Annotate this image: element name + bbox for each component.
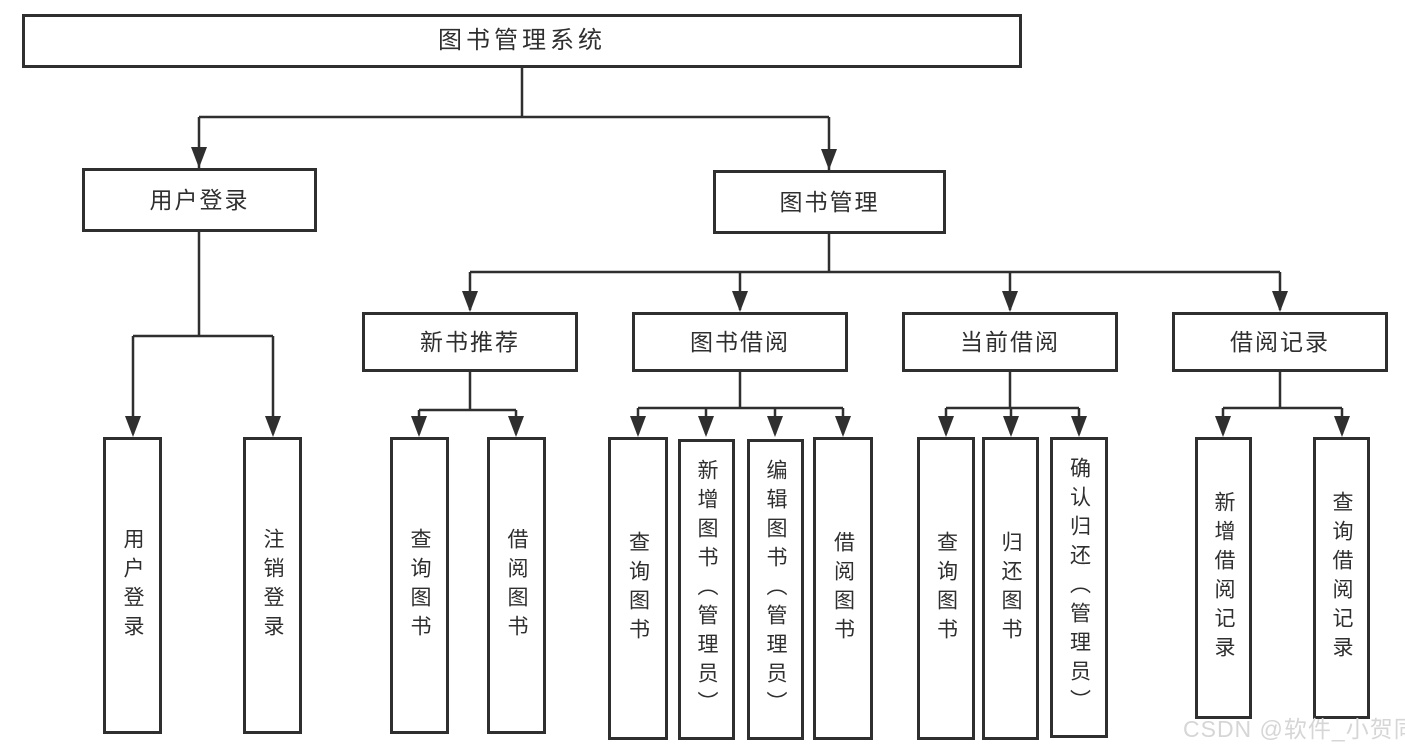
leaf-borrow-books-recommend: 借阅图书	[487, 437, 546, 734]
leaf-logout: 注销登录	[243, 437, 302, 734]
node-borrow-records: 借阅记录	[1172, 312, 1388, 372]
leaf-query-books-recommend: 查询图书	[390, 437, 449, 734]
node-label: 借阅记录	[1230, 328, 1330, 355]
leaf-add-borrow-record: 新增借阅记录	[1195, 437, 1252, 719]
leaf-edit-books-admin: 编辑图书（管理员）	[747, 439, 804, 740]
node-book-borrow: 图书借阅	[632, 312, 848, 372]
leaf-user-login: 用户登录	[103, 437, 162, 734]
leaf-label: 查询图书	[934, 530, 958, 647]
leaf-label: 查询借阅记录	[1330, 491, 1353, 665]
leaf-label: 查询图书	[408, 527, 431, 644]
node-label: 图书管理	[779, 188, 880, 215]
leaf-query-books-borrow: 查询图书	[608, 437, 668, 740]
node-label: 图书管理系统	[438, 27, 606, 54]
csdn-watermark: CSDN @软件_小贺同学	[1183, 716, 1405, 742]
leaf-label: 借阅图书	[505, 527, 528, 644]
leaf-query-books-current: 查询图书	[917, 437, 975, 740]
node-label: 用户登录	[149, 186, 250, 213]
node-library-management-system: 图书管理系统	[22, 14, 1022, 68]
leaf-label: 新增图书（管理员）	[695, 459, 718, 720]
node-user-login: 用户登录	[82, 168, 317, 232]
leaf-query-borrow-record: 查询借阅记录	[1313, 437, 1370, 719]
node-book-management: 图书管理	[713, 170, 946, 234]
leaf-return-books: 归还图书	[982, 437, 1039, 740]
node-label: 图书借阅	[690, 328, 790, 355]
leaf-confirm-return-admin: 确认归还（管理员）	[1050, 437, 1108, 738]
arrowheads	[125, 147, 1350, 437]
leaf-label: 用户登录	[121, 527, 144, 644]
leaf-label: 注销登录	[261, 527, 284, 644]
leaf-label: 编辑图书（管理员）	[764, 459, 787, 720]
leaf-label: 借阅图书	[831, 530, 855, 647]
leaf-label: 确认归还（管理员）	[1067, 457, 1091, 718]
node-current-borrow: 当前借阅	[902, 312, 1118, 372]
leaf-borrow-books: 借阅图书	[813, 437, 873, 740]
leaf-label: 新增借阅记录	[1212, 491, 1235, 665]
node-new-book-recommend: 新书推荐	[362, 312, 578, 372]
leaf-label: 查询图书	[626, 530, 650, 647]
leaf-add-books-admin: 新增图书（管理员）	[678, 439, 735, 740]
leaf-label: 归还图书	[999, 530, 1022, 647]
node-label: 当前借阅	[960, 328, 1060, 355]
node-label: 新书推荐	[420, 328, 520, 355]
